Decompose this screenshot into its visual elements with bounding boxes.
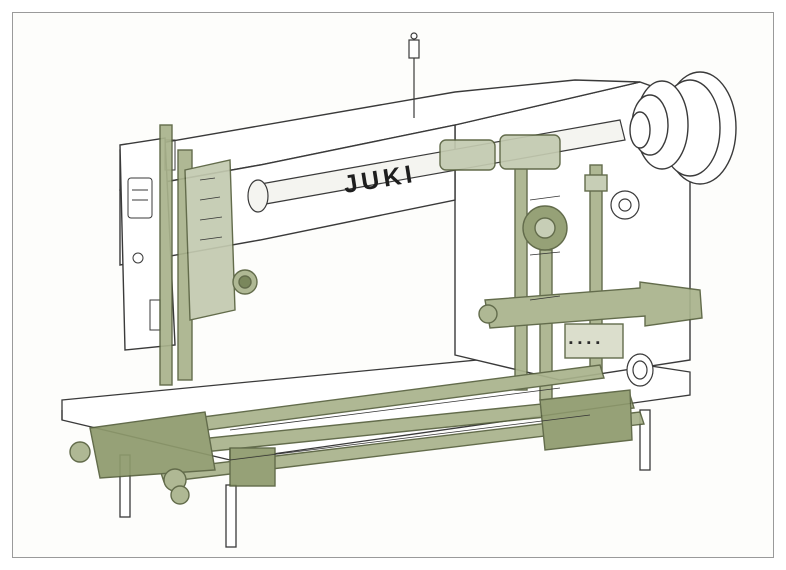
highlighted-mechanism <box>69 124 703 505</box>
thread-stand <box>408 32 420 118</box>
mechanism-detail-lines <box>199 177 591 461</box>
machine-legs <box>119 409 651 548</box>
side-knob <box>610 190 654 387</box>
name-plate-text: ▪ ▪ ▪ ▪ <box>569 337 601 349</box>
handwheel <box>629 71 737 185</box>
